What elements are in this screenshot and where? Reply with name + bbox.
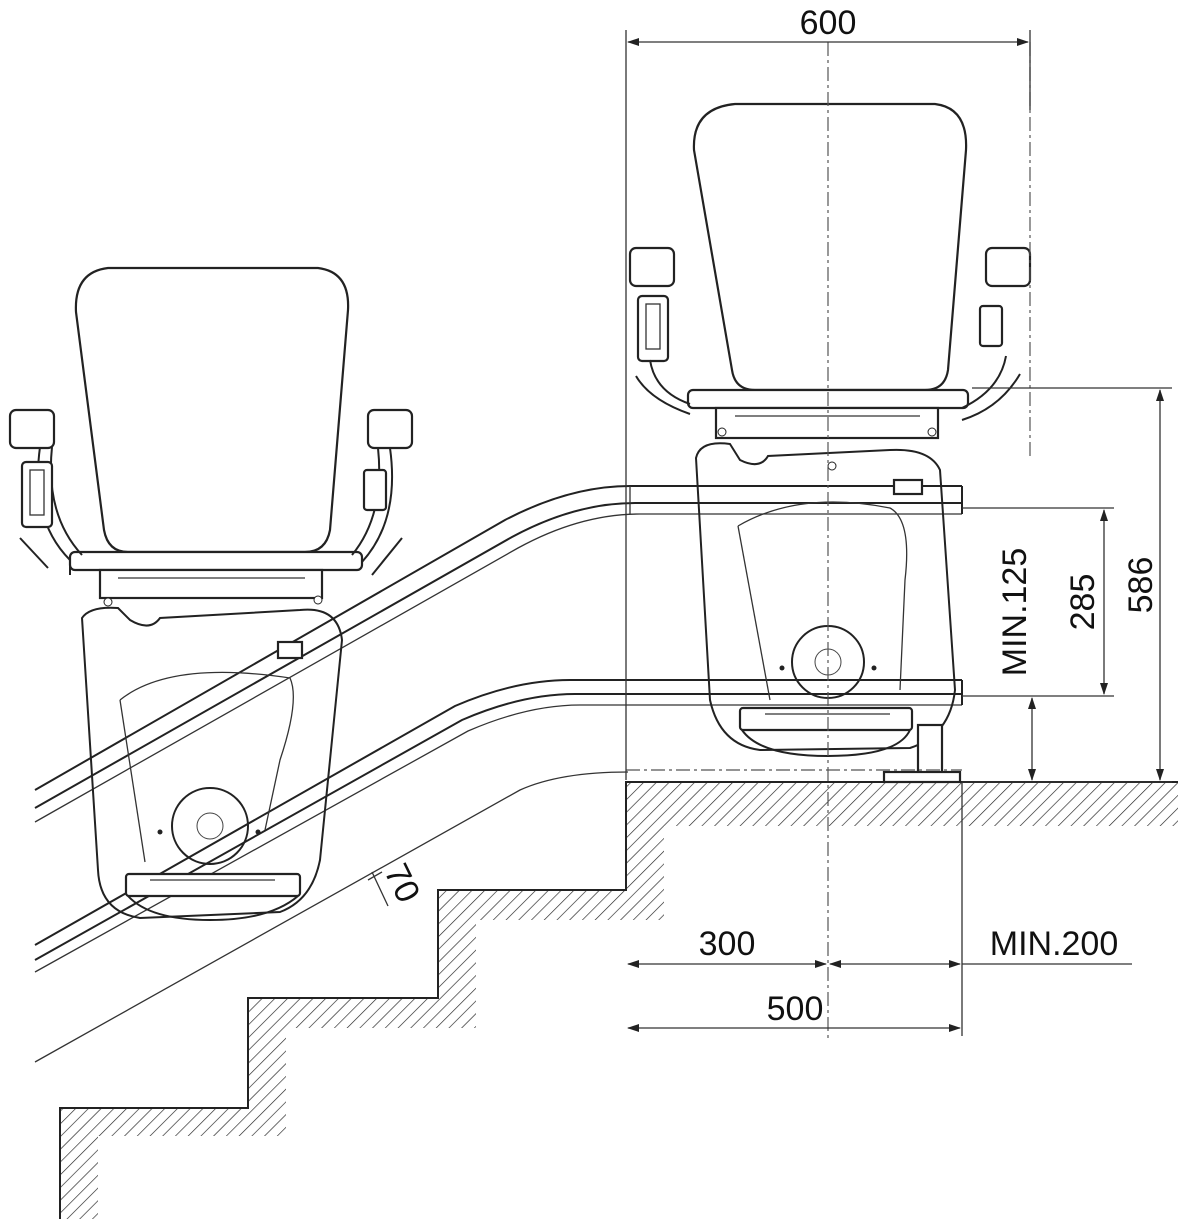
dim-label-500: 500 (767, 990, 824, 1028)
drive-motor (171, 787, 249, 865)
carriage-body (694, 442, 957, 752)
right-control-box (366, 408, 414, 450)
stairlift-level (628, 102, 1032, 784)
stairlift-inclined (8, 266, 414, 922)
dim-label-285: 285 (1064, 574, 1102, 631)
staircase-hatching (59, 781, 1178, 1219)
rail-lower (34, 679, 963, 1063)
seat (68, 550, 364, 572)
dim-label-min200: MIN.200 (990, 925, 1119, 963)
dim-label-300: 300 (699, 925, 756, 963)
rail-upper (34, 485, 963, 823)
backrest (692, 102, 968, 392)
left-control-box (8, 408, 56, 450)
dimension-285: 285 (962, 507, 1114, 697)
footrest (124, 872, 302, 898)
dim-label-586: 586 (1122, 557, 1160, 614)
footrest (738, 706, 914, 732)
dim-label-600: 600 (800, 4, 857, 42)
dim-label-70: 70 (377, 858, 428, 909)
carriage-body (80, 606, 344, 920)
dimension-300-min200: 300 MIN.200 (627, 782, 1132, 1036)
backrest (74, 266, 350, 554)
dimension-500: 500 (627, 990, 961, 1032)
dimension-600: 600 (625, 4, 1031, 780)
dimension-70: 70 (367, 858, 428, 909)
stair-steps (60, 782, 1178, 1219)
centerlines (626, 42, 1031, 1040)
dimension-min125: MIN.125 (996, 548, 1036, 781)
dim-label-min125: MIN.125 (996, 548, 1034, 677)
dimension-586: 586 (962, 387, 1172, 783)
